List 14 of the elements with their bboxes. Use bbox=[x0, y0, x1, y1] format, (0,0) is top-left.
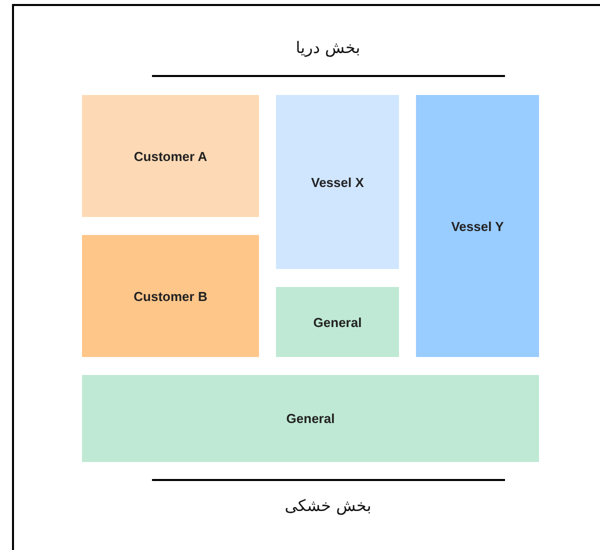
block-label: Customer A bbox=[134, 148, 208, 164]
colored-block bbox=[82, 95, 259, 217]
colored-block bbox=[276, 95, 399, 269]
block-label: General bbox=[286, 411, 335, 426]
section-title: بخش دریا bbox=[296, 38, 360, 57]
colored-block bbox=[416, 95, 539, 357]
section-title: بخش خشکی bbox=[284, 496, 372, 515]
block-label: Customer B bbox=[134, 288, 208, 304]
colored-block bbox=[82, 235, 259, 357]
block-label: Vessel Y bbox=[451, 218, 504, 234]
block-label: General bbox=[313, 314, 362, 330]
colored-block bbox=[82, 375, 539, 462]
block-label: Vessel X bbox=[311, 174, 364, 190]
colored-block bbox=[276, 287, 399, 357]
